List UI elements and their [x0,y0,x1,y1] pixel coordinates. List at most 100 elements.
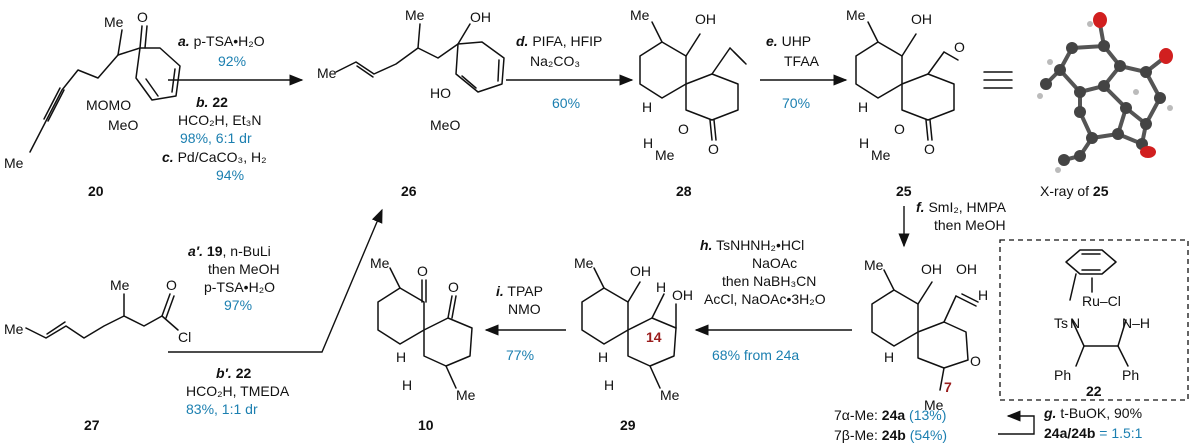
step-a-prime-yield: 97% [224,297,252,313]
step-b-prime-yield: 83%, 1:1 dr [186,401,258,417]
c25-oh: OH [911,11,932,27]
c27-cl: Cl [178,329,191,345]
c28-me2: Me [655,147,675,163]
c10-h2: H [402,377,412,393]
catalyst-22-box [999,239,1189,401]
c24-me: Me [864,257,884,273]
label-compound-22: 22 [1086,383,1102,399]
label-compound-27: 27 [84,417,100,433]
step-f: f. SmI₂, HMPA [916,199,1007,215]
c25-h: H [858,99,868,115]
step-i-yield: 77% [506,347,534,363]
c24-oh: OH [921,261,942,277]
c24-locant-7: 7 [944,379,952,395]
step-g-ratio: 24a/24b = 1.5:1 [1044,425,1143,441]
c28-o2: O [708,141,719,157]
step-b-yield: 98%, 6:1 dr [180,130,252,146]
c20-momo: MOMO [86,97,131,113]
c29-locant-14: 14 [646,329,662,345]
step-i: i. TPAP [496,283,543,299]
c10-o: O [417,263,428,279]
step-b: b. 22 [196,94,228,110]
compound-10-structure [377,267,473,389]
c28-me: Me [630,7,650,23]
step-e-reagent2: TFAA [784,53,820,69]
compound-27-structure [25,293,179,339]
c26-ho: HO [430,85,451,101]
c29-h2: H [598,349,608,365]
step-h: h. TsNHNH₂•HCl [700,237,804,253]
c26-me2: Me [405,7,425,23]
label-compound-26: 26 [401,183,417,199]
catalyst-n: N [1070,315,1080,331]
c28-oh: OH [695,11,716,27]
c25-epoxide-o: O [954,39,965,55]
compound-28-structure [639,21,747,141]
c10-h: H [396,349,406,365]
arrow-27-to-26 [168,208,383,353]
c26-oh: OH [470,9,491,25]
c28-h: H [642,99,652,115]
c20-me: Me [104,14,124,30]
c27-me2: Me [110,277,130,293]
arrow-24b-to-24a [998,410,1035,435]
c29-h: H [656,279,666,295]
product-24a: 7α-Me: 24a (13%) [834,407,946,423]
compound-26-structure [335,23,505,93]
c24-h2: H [884,349,894,365]
step-a-prime-r3: p-TSA•H₂O [204,279,275,295]
step-b-prime-r1: HCO₂H, TMEDA [186,383,290,399]
xray-caption: X-ray of 25 [1040,183,1109,199]
compound-24-structure [871,269,979,391]
step-a-prime-r2: then MeOH [208,261,280,277]
c29-me2: Me [660,387,680,403]
step-d: d. PIFA, HFIP [516,33,602,49]
step-b-prime: b′. 22 [216,365,251,381]
c20-o: O [137,9,148,25]
c25-me2: Me [871,147,891,163]
label-compound-10: 10 [418,417,434,433]
equivalence-sign [983,71,1013,89]
c24-o: O [970,353,981,369]
step-f-reagent2: then MeOH [934,217,1006,233]
catalyst-ph2: Ph [1122,367,1139,383]
label-compound-29: 29 [620,417,636,433]
c24-h: H [978,287,988,303]
step-h-r4: AcCl, NaOAc•3H₂O [704,291,826,307]
step-h-r2: NaOAc [752,255,797,271]
c28-o: O [678,121,689,137]
catalyst-nh: N–H [1122,315,1150,331]
c10-o2: O [448,279,459,295]
step-d-yield: 60% [552,95,580,111]
c26-me: Me [317,65,337,81]
compound-25-structure [855,21,959,141]
c27-o: O [166,277,177,293]
c24-oh2: OH [956,261,977,277]
step-a-yield: 92% [218,53,246,69]
xray-structure-image [1037,12,1173,173]
c29-oh: OH [630,263,651,279]
step-h-r3: then NaBH₃CN [722,273,816,289]
c25-h2: H [859,135,869,151]
label-compound-28: 28 [676,183,692,199]
step-i-r2: NMO [508,301,541,317]
step-h-yield: 68% from 24a [712,347,799,363]
step-e: e. UHP [766,33,811,49]
c20-meo: MeO [108,117,138,133]
c10-me: Me [370,255,390,271]
catalyst-ts: Ts [1054,315,1068,331]
c26-meo: MeO [430,117,460,133]
step-g: g. t-BuOK, 90% [1043,405,1142,421]
label-compound-20: 20 [88,183,104,199]
product-24b: 7β-Me: 24b (54%) [834,427,947,443]
c10-me2: Me [456,387,476,403]
c25-me: Me [846,7,866,23]
compound-20-structure [29,25,181,153]
c20-me2: Me [4,155,24,171]
compound-29-structure [581,267,677,389]
step-a-prime: a′. 19, n-BuLi [188,243,271,259]
catalyst-22-structure [1065,249,1129,367]
step-e-yield: 70% [782,95,810,111]
c29-oh2: OH [672,287,693,303]
